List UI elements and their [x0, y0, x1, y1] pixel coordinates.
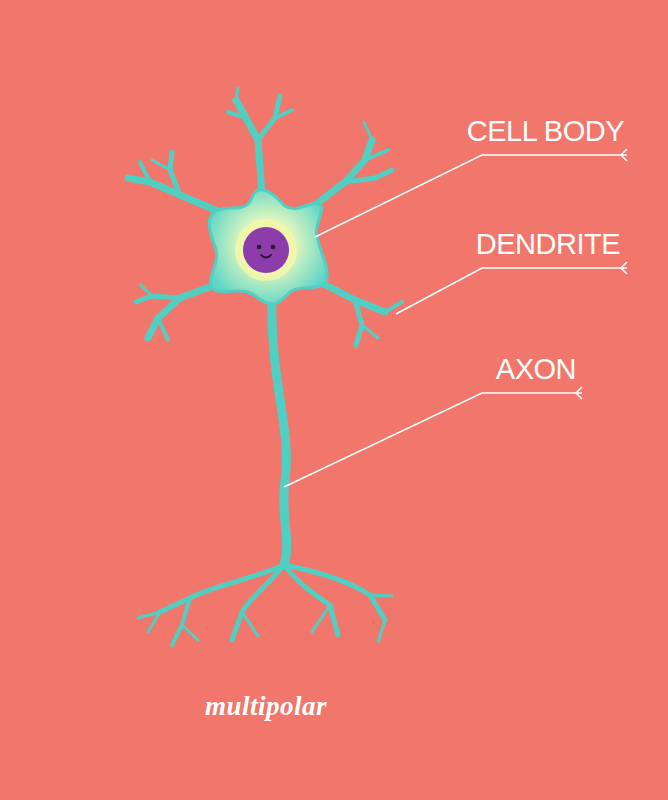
- smile: [261, 255, 271, 258]
- cell-body: [209, 190, 327, 304]
- eye: [271, 245, 276, 250]
- nucleus: [243, 227, 289, 273]
- part-label: AXON: [496, 355, 576, 384]
- dendrites: [128, 88, 402, 345]
- part-label: DENDRITE: [476, 230, 620, 259]
- caption: multipolar: [205, 693, 327, 720]
- axon: [138, 300, 392, 645]
- nucleus-glow: [235, 219, 297, 281]
- eye: [257, 245, 262, 250]
- part-label: CELL BODY: [467, 117, 624, 146]
- leader-lines: [284, 149, 627, 487]
